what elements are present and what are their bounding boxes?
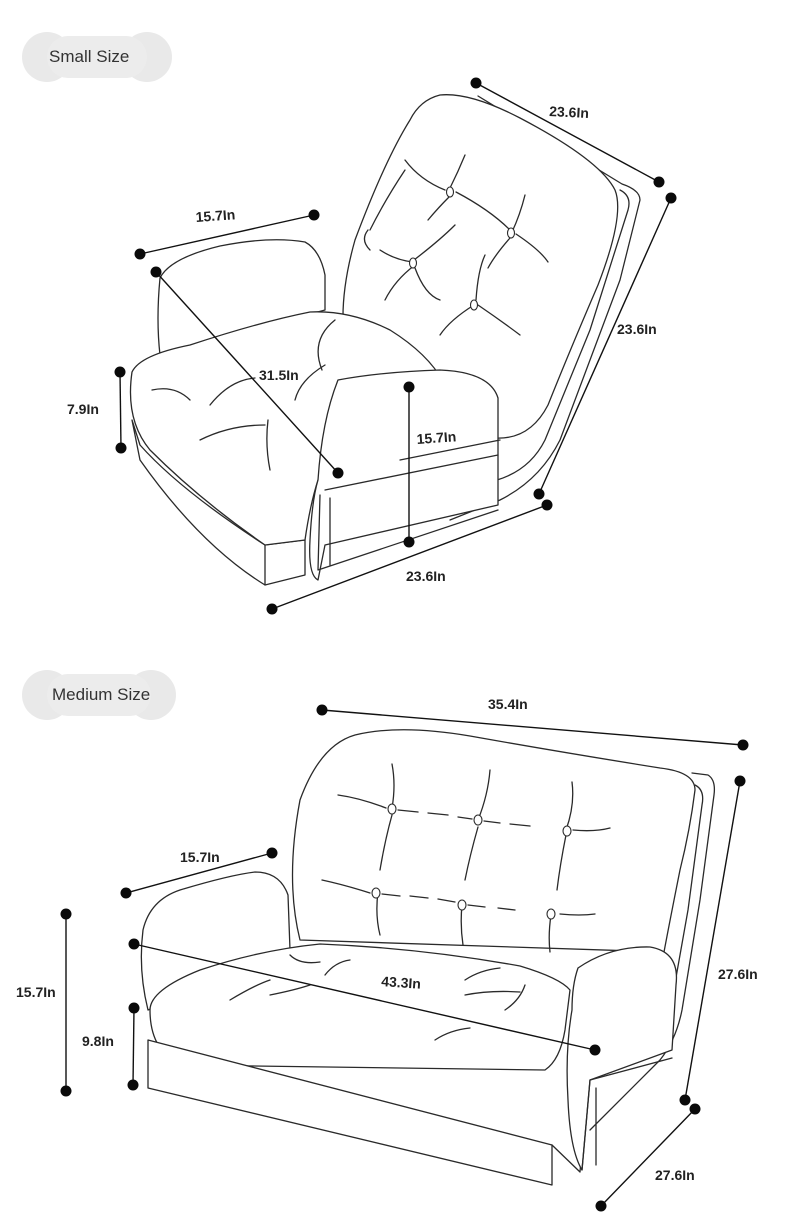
medium-dimension-labels: 35.4In 15.7In 15.7In 9.8In 43.3In 27.6In… — [16, 696, 758, 1183]
medium-dimension-lines — [60, 704, 749, 1212]
medium-sofa-drawing — [140, 729, 716, 1186]
medium-total-height-label: 15.7In — [16, 984, 56, 1000]
small-front-width-label: 23.6In — [406, 568, 446, 584]
small-dimension-lines — [114, 77, 677, 615]
medium-size-label: Medium Size — [52, 685, 151, 704]
small-back-depth-label: 23.6In — [549, 103, 589, 121]
medium-back-height-label: 27.6In — [718, 966, 758, 982]
medium-diagonal-label: 43.3In — [381, 973, 422, 992]
medium-size-badge: Medium Size — [22, 670, 176, 720]
small-back-height-label: 23.6In — [617, 321, 657, 337]
medium-depth-label: 27.6In — [655, 1167, 695, 1183]
small-size-label: Small Size — [49, 47, 130, 66]
small-arm-length-label: 15.7In — [195, 206, 236, 225]
small-arm-height-label: 15.7In — [416, 428, 457, 447]
small-seat-height-label: 7.9In — [67, 401, 99, 417]
small-size-badge: Small Size — [22, 32, 172, 82]
medium-seat-height-label: 9.8In — [82, 1033, 114, 1049]
medium-arm-length-label: 15.7In — [180, 849, 220, 865]
small-diagonal-label: 31.5In — [259, 367, 299, 383]
small-chair-drawing — [129, 94, 641, 586]
medium-back-width-label: 35.4In — [488, 696, 528, 712]
small-dimension-labels: 23.6In 23.6In 15.7In 31.5In 7.9In 15.7In… — [67, 103, 657, 584]
